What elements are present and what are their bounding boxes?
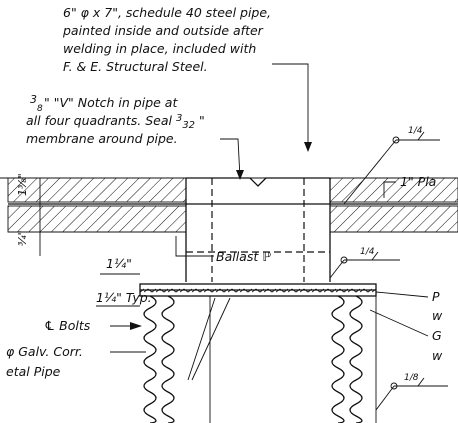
bolts-label: ℄ Bolts xyxy=(44,318,91,333)
weld-top-fillet xyxy=(417,131,425,141)
weld-mid-size: 1/4 xyxy=(360,247,375,257)
right-leader-g xyxy=(369,309,429,337)
corr-note-line1: φ Galv. Corr. xyxy=(6,344,83,359)
slab-hatch-left-bottom xyxy=(7,205,187,233)
right-leader-p xyxy=(375,291,429,298)
weld-low-size: 1/8 xyxy=(404,373,419,383)
corr-note-line2: etal Pipe xyxy=(6,364,61,379)
leader-to-plate-b xyxy=(191,297,231,381)
notch-frac-den: 8 xyxy=(37,104,43,114)
bolt-typ-label: 1¼" Typ. xyxy=(96,290,152,305)
left-dimensions: 1³⁄₈" ³⁄₄" xyxy=(16,173,46,256)
leader-to-plate-a xyxy=(187,297,216,381)
notch-note-line3: membrane around pipe. xyxy=(26,131,178,146)
slab-section xyxy=(0,177,458,233)
pipe-note-line1: 6" φ x 7", schedule 40 steel pipe, xyxy=(63,5,271,20)
ballast-label: Ballast ℙ xyxy=(216,249,271,264)
pipe-note-line4: F. & E. Structural Steel. xyxy=(63,59,208,74)
pipe-note-line2: painted inside and outside after xyxy=(62,23,264,38)
dim-left-top: 1³⁄₈" xyxy=(16,173,29,196)
weld-mid-fillet xyxy=(371,251,379,261)
notch-frac-num: 3 xyxy=(30,93,37,106)
ballast-leader xyxy=(175,236,214,257)
weld-symbol-mid: 1/4 xyxy=(329,247,400,279)
pipe-note-arrow xyxy=(304,142,312,152)
right-label-w2: w xyxy=(432,348,443,363)
weld-symbol-top: 1/4 xyxy=(343,126,440,205)
right-label-g: G xyxy=(432,328,442,343)
plate-leader xyxy=(383,181,396,198)
slab-hatch-right-bottom xyxy=(329,205,458,233)
weld-mid-arrow-line xyxy=(329,259,345,279)
notch-note-line1: " "V" Notch in pipe at xyxy=(44,95,178,110)
pipe-note-leader xyxy=(272,63,309,150)
weld-low-fillet xyxy=(417,377,425,387)
pipe-note-line3: welding in place, included with xyxy=(63,41,256,56)
notch-note-arrow xyxy=(236,170,244,180)
weld-top-arrow-line xyxy=(343,139,397,205)
weld-low-arrow-line xyxy=(375,385,395,411)
corr-pipe-left-wall-b xyxy=(161,295,175,423)
weld-symbol-low: 1/8 xyxy=(375,373,448,411)
pipe-top-notch xyxy=(186,177,330,187)
weld-top-size: 1/4 xyxy=(408,126,423,136)
notch-note-leader xyxy=(220,138,241,179)
corr-pipe-right-wall-a xyxy=(331,295,345,423)
corr-pipe-left-wall-a xyxy=(143,295,157,423)
base-plate xyxy=(139,283,377,297)
notch-note-line2: all four quadrants. Seal 332 " xyxy=(26,113,205,131)
steel-pipe xyxy=(185,177,331,282)
slab-hatch-left-top xyxy=(7,177,187,203)
right-label-p: P xyxy=(432,289,440,304)
corr-pipe-right-wall-b xyxy=(349,295,363,423)
right-label-w1: w xyxy=(432,308,443,323)
plate-label: 1" Pla xyxy=(400,174,436,189)
pipe-note: 6" φ x 7", schedule 40 steel pipe, paint… xyxy=(62,5,312,152)
notch-note: 3 8 " "V" Notch in pipe at all four quad… xyxy=(26,93,244,180)
dim-left-bottom: ³⁄₄" xyxy=(16,230,29,246)
bolt-spacing-label: 1¼" xyxy=(106,256,132,271)
